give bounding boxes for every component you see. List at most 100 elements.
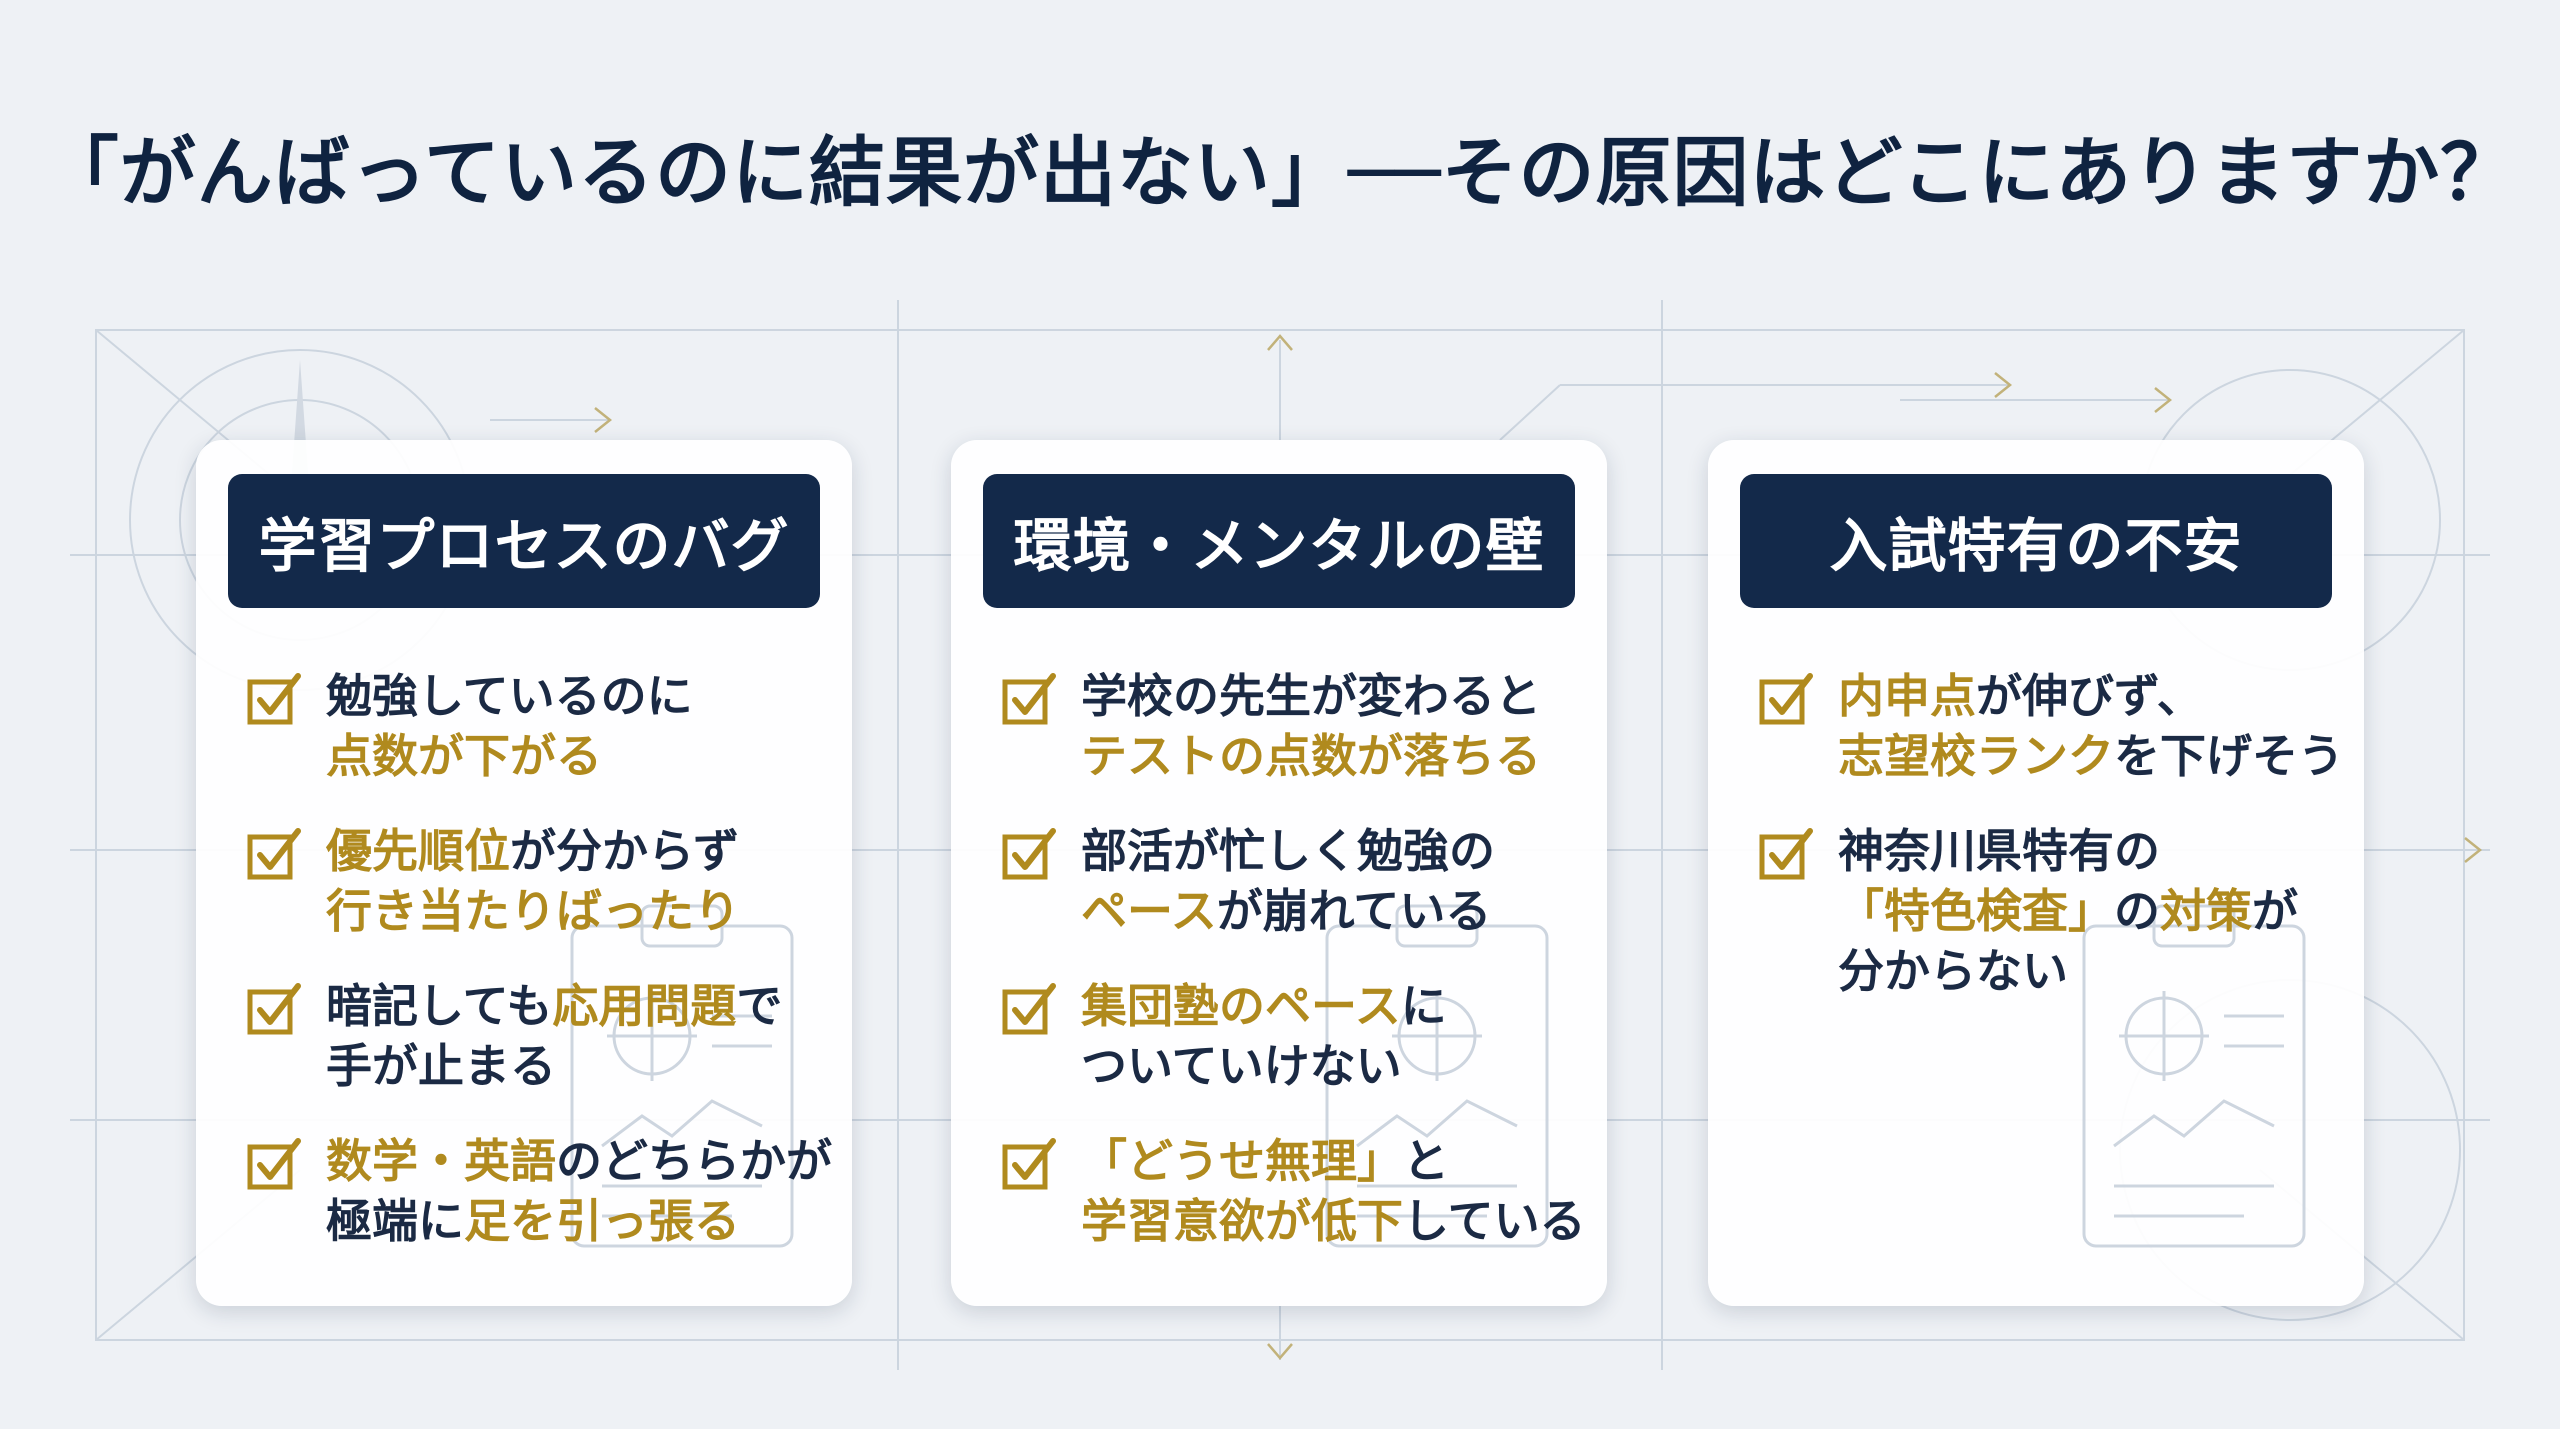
checklist-item-line: 優先順位が分からず	[326, 821, 740, 881]
check-icon	[1002, 1138, 1056, 1190]
item-text-segment: の	[2114, 884, 2160, 938]
check-icon	[1002, 673, 1056, 725]
card-heading-text: 入試特有の不安	[1829, 512, 2243, 580]
highlight-text: 内申点	[1838, 669, 1976, 723]
checklist-item: 学校の先生が変わるとテストの点数が落ちる	[1001, 666, 1587, 786]
check-icon	[1002, 828, 1056, 880]
item-text-segment: が分からず	[510, 824, 740, 878]
check-icon	[247, 1138, 301, 1190]
highlight-text: ペース	[1081, 884, 1217, 938]
checklist-item-line: 数学・英語のどちらかが	[326, 1131, 832, 1191]
highlight-text: 数学・英語	[326, 1134, 556, 1188]
item-text-segment: 学校の先生が変わると	[1081, 669, 1541, 723]
item-text-segment: している	[1403, 1194, 1586, 1248]
highlight-text: 足を引っ張る	[464, 1194, 740, 1248]
check-icon	[1759, 673, 1813, 725]
item-text-segment: を下げそう	[2114, 729, 2344, 783]
checklist-item: 数学・英語のどちらかが極端に足を引っ張る	[246, 1131, 832, 1251]
highlight-text: 「特色検査」	[1838, 884, 2114, 938]
checklist: 勉強しているのに点数が下がる 優先順位が分からず行き当たりばったり 暗記しても応…	[246, 666, 832, 1286]
checklist-item-text: 数学・英語のどちらかが極端に足を引っ張る	[326, 1131, 832, 1251]
card-heading-text: 環境・メンタルの壁	[1013, 512, 1545, 580]
item-text-segment: 手が止まる	[326, 1039, 556, 1093]
checklist-item-line: 「どうせ無理」と	[1081, 1131, 1586, 1191]
item-text-segment: のどちらかが	[556, 1134, 832, 1188]
checklist-item-line: 学習意欲が低下している	[1081, 1191, 1586, 1251]
page-title: 「がんばっているのに結果が出ない」──その原因はどこにありますか？	[42, 128, 2518, 217]
checklist-item-text: 暗記しても応用問題で手が止まる	[326, 976, 782, 1096]
card-heading-text: 学習プロセスのバグ	[258, 512, 790, 580]
item-text-segment: と	[1403, 1134, 1449, 1188]
checklist-item: 「どうせ無理」と学習意欲が低下している	[1001, 1131, 1587, 1251]
checklist-item-line: 学校の先生が変わると	[1081, 666, 1541, 726]
item-text-segment: 暗記しても	[326, 979, 553, 1033]
checklist-item-line: 点数が下がる	[326, 726, 693, 786]
card-heading: 環境・メンタルの壁	[983, 474, 1575, 608]
checklist-item-text: 勉強しているのに点数が下がる	[326, 666, 693, 786]
checklist-item-text: 内申点が伸びず、志望校ランクを下げそう	[1838, 666, 2344, 786]
highlight-text: 「どうせ無理」	[1081, 1134, 1403, 1188]
checklist-item-line: 内申点が伸びず、	[1838, 666, 2344, 726]
highlight-text: 点数が下がる	[326, 729, 602, 783]
highlight-text: 対策	[2160, 884, 2252, 938]
checklist: 学校の先生が変わるとテストの点数が落ちる 部活が忙しく勉強のペースが崩れている …	[1001, 666, 1587, 1286]
cause-card-environment-mental: 環境・メンタルの壁 学校の先生が変わるとテストの点数が落ちる 部活が忙しく勉強の…	[951, 440, 1607, 1306]
item-text-segment: ついていけない	[1081, 1039, 1402, 1093]
cause-card-learning-process: 学習プロセスのバグ 勉強しているのに点数が下がる 優先順位が分からず行き当たりば…	[196, 440, 852, 1306]
checklist-item: 優先順位が分からず行き当たりばったり	[246, 821, 832, 941]
item-text-segment: 勉強しているのに	[326, 669, 693, 723]
check-icon	[1759, 828, 1813, 880]
item-text-segment: に	[1400, 979, 1447, 1033]
item-text-segment: が	[2252, 884, 2298, 938]
card-heading: 入試特有の不安	[1740, 474, 2332, 608]
highlight-text: 行き当たりばったり	[326, 884, 740, 938]
checklist-item: 暗記しても応用問題で手が止まる	[246, 976, 832, 1096]
check-icon	[1002, 983, 1056, 1035]
checklist-item-text: 部活が忙しく勉強のペースが崩れている	[1081, 821, 1495, 941]
checklist-item-line: 極端に足を引っ張る	[326, 1191, 832, 1251]
check-icon	[247, 828, 301, 880]
checklist-item: 集団塾のペースについていけない	[1001, 976, 1587, 1096]
checklist-item: 神奈川県特有の「特色検査」の対策が分からない	[1758, 821, 2344, 1001]
item-text-segment: 分からない	[1838, 944, 2068, 998]
checklist-item-line: 分からない	[1838, 941, 2298, 1001]
highlight-text: 学習意欲が低下	[1081, 1194, 1403, 1248]
checklist-item-line: 「特色検査」の対策が	[1838, 881, 2298, 941]
clipboard-illustration-icon	[2082, 904, 2306, 1248]
highlight-text: 集団塾のペース	[1081, 979, 1401, 1033]
item-text-segment: 極端に	[326, 1194, 464, 1248]
checklist-item: 部活が忙しく勉強のペースが崩れている	[1001, 821, 1587, 941]
checklist-item-text: 優先順位が分からず行き当たりばったり	[326, 821, 740, 941]
checklist-item-text: 神奈川県特有の「特色検査」の対策が分からない	[1838, 821, 2298, 1001]
checklist-item-line: ついていけない	[1081, 1036, 1447, 1096]
item-text-segment: が崩れている	[1216, 884, 1492, 938]
highlight-text: 志望校ランク	[1838, 729, 2114, 783]
checklist-item-line: 行き当たりばったり	[326, 881, 740, 941]
check-icon	[247, 983, 301, 1035]
item-text-segment: が伸びず、	[1976, 669, 2203, 723]
checklist-item-line: テストの点数が落ちる	[1081, 726, 1541, 786]
item-text-segment: 神奈川県特有の	[1838, 824, 2160, 878]
checklist-item-line: ペースが崩れている	[1081, 881, 1495, 941]
item-text-segment: で	[736, 979, 783, 1033]
checklist-item-text: 学校の先生が変わるとテストの点数が落ちる	[1081, 666, 1541, 786]
checklist-item-text: 「どうせ無理」と学習意欲が低下している	[1081, 1131, 1586, 1251]
checklist-item-line: 部活が忙しく勉強の	[1081, 821, 1495, 881]
checklist-item-line: 勉強しているのに	[326, 666, 693, 726]
clipboard-illustration-icon	[1325, 904, 1549, 1248]
cause-card-exam-anxiety: 入試特有の不安 内申点が伸びず、志望校ランクを下げそう 神奈川県特有の「特色検査…	[1708, 440, 2364, 1306]
checklist-item-line: 志望校ランクを下げそう	[1838, 726, 2344, 786]
clipboard-illustration-icon	[570, 904, 794, 1248]
checklist: 内申点が伸びず、志望校ランクを下げそう 神奈川県特有の「特色検査」の対策が分から…	[1758, 666, 2344, 1036]
checklist-item-line: 暗記しても応用問題で	[326, 976, 782, 1036]
highlight-text: 応用問題	[552, 979, 737, 1033]
check-icon	[247, 673, 301, 725]
checklist-item-line: 手が止まる	[326, 1036, 782, 1096]
checklist-item: 勉強しているのに点数が下がる	[246, 666, 832, 786]
checklist-item-line: 神奈川県特有の	[1838, 821, 2298, 881]
checklist-item-line: 集団塾のペースに	[1081, 976, 1447, 1036]
highlight-text: 優先順位	[326, 824, 510, 878]
checklist-item: 内申点が伸びず、志望校ランクを下げそう	[1758, 666, 2344, 786]
highlight-text: テストの点数が落ちる	[1081, 729, 1541, 783]
card-heading: 学習プロセスのバグ	[228, 474, 820, 608]
